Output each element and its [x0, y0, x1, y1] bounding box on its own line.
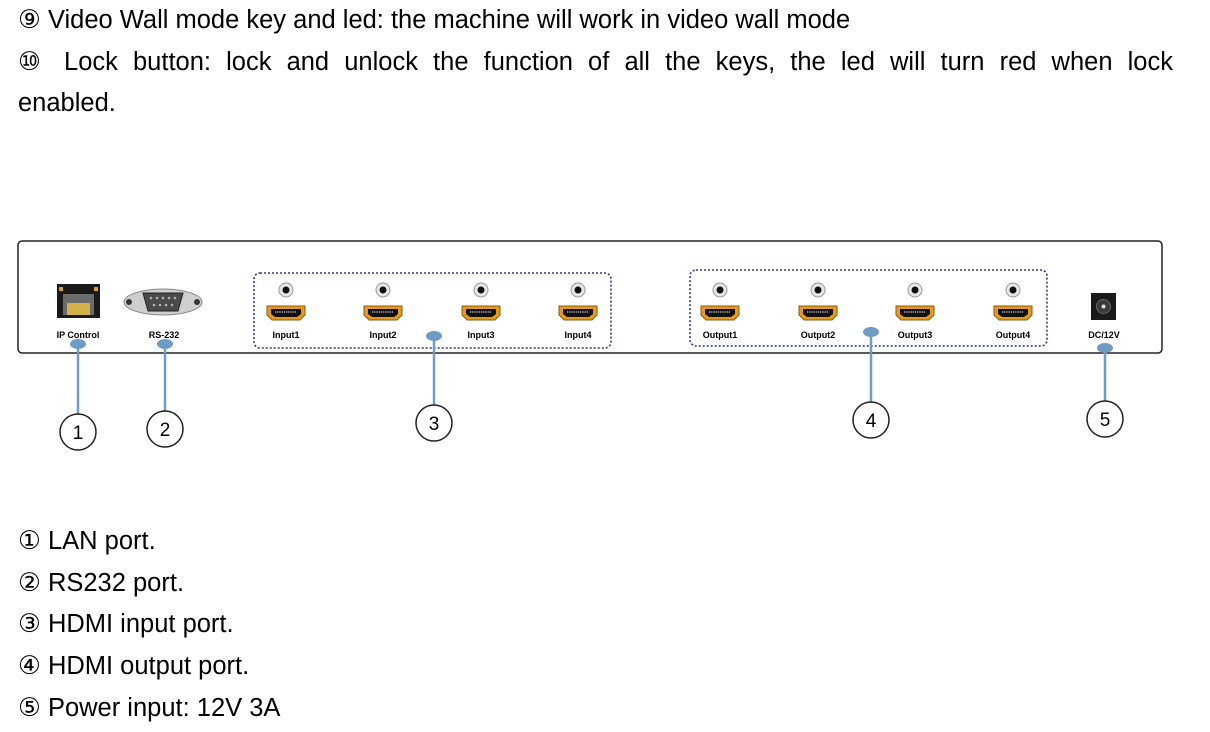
input1-label: Input1	[273, 330, 300, 340]
input4-label: Input4	[565, 330, 592, 340]
legend-item-power: ⑤ Power input: 12V 3A	[18, 694, 281, 722]
item-10-description-cont: enabled.	[18, 89, 116, 117]
callout-1-circle	[59, 413, 97, 451]
item-9-description: ⑨ Video Wall mode key and led: the machi…	[18, 6, 851, 34]
lan-port-icon	[57, 284, 100, 318]
dc-12v-label: DC/12V	[1088, 330, 1120, 340]
output1-label: Output1	[703, 330, 738, 340]
device-panel	[17, 240, 1163, 354]
legend-item-hdmi-input: ③ HDMI input port.	[18, 610, 234, 638]
rs232-port-icon	[123, 288, 203, 316]
input2-label: Input2	[370, 330, 397, 340]
output4-label: Output4	[996, 330, 1031, 340]
callout-2-circle	[146, 410, 184, 448]
callout-5-number: 5	[1100, 410, 1111, 431]
input3-label: Input3	[468, 330, 495, 340]
callout-3-number: 3	[429, 414, 440, 435]
ip-control-label: IP Control	[57, 330, 100, 340]
callout-2-number: 2	[160, 420, 171, 441]
callout-lines	[70, 327, 1113, 414]
output2-label: Output2	[801, 330, 836, 340]
callout-4-circle	[852, 401, 890, 439]
output3-label: Output3	[898, 330, 933, 340]
callout-4-number: 4	[866, 411, 877, 432]
callout-1-number: 1	[73, 423, 84, 444]
dc-power-jack-icon	[1091, 293, 1116, 320]
item-10-description: ⑩ Lock button: lock and unlock the funct…	[18, 48, 1173, 76]
callout-3-circle	[415, 404, 453, 442]
legend-item-rs232: ② RS232 port.	[18, 569, 185, 597]
output-group-border	[689, 269, 1048, 347]
legend-item-lan: ① LAN port.	[18, 527, 156, 555]
callout-5-circle	[1086, 400, 1124, 438]
legend-item-hdmi-output: ④ HDMI output port.	[18, 652, 250, 680]
rs232-label: RS-232	[149, 330, 180, 340]
input-group-border	[253, 272, 612, 349]
